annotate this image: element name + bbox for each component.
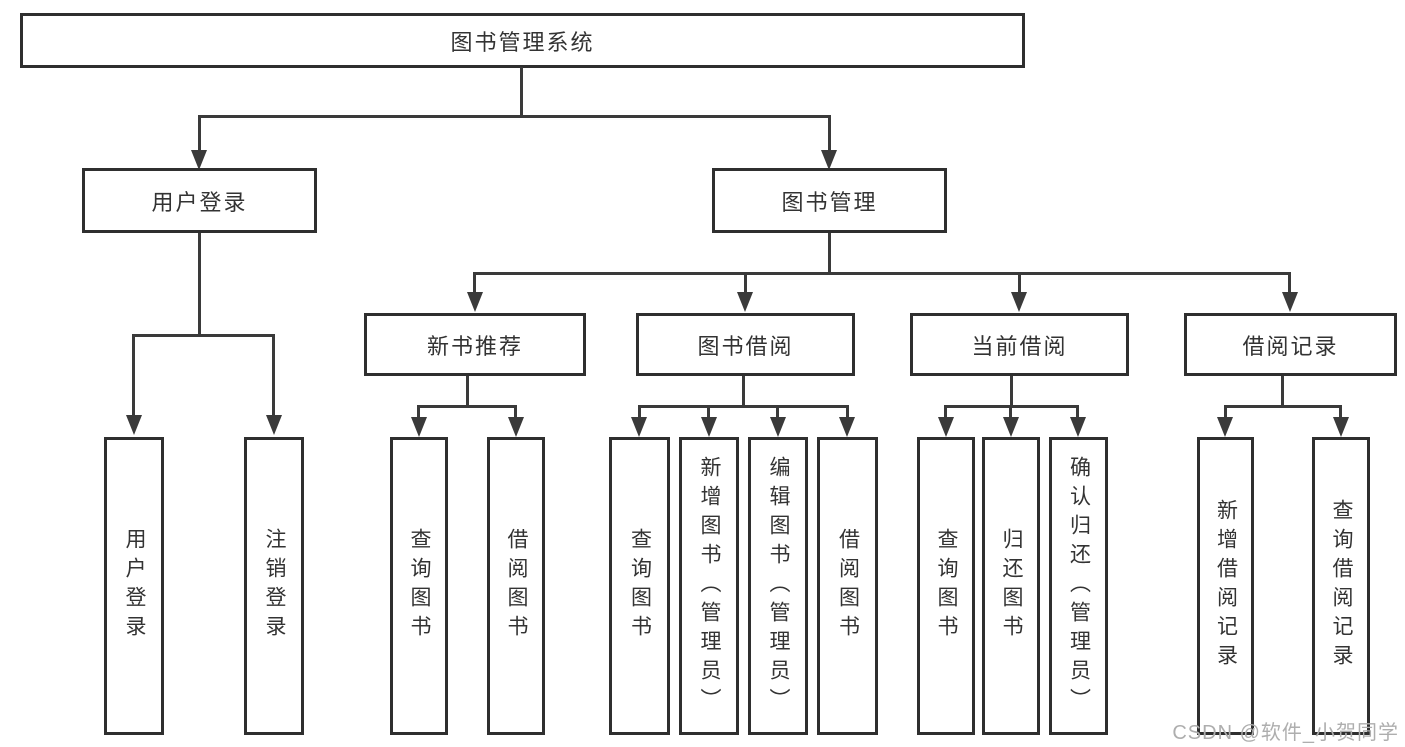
arrow-down-icon (839, 417, 855, 437)
arrow-down-icon (1003, 417, 1019, 437)
arrow-down-icon (821, 150, 837, 170)
node-root: 图书管理系统 (20, 13, 1025, 68)
node-book-borrow: 图书借阅 (636, 313, 855, 376)
connector-line (1010, 376, 1013, 407)
leaf-borrow-books-2: 借阅图书 (817, 437, 878, 735)
leaf-user-login: 用户登录 (104, 437, 164, 735)
arrow-down-icon (508, 417, 524, 437)
connector-line (744, 272, 747, 294)
arrow-down-icon (701, 417, 717, 437)
leaf-add-borrow-record: 新增借阅记录 (1197, 437, 1254, 735)
connector-line (776, 405, 779, 419)
connector-line (1288, 272, 1291, 294)
arrow-down-icon (938, 417, 954, 437)
node-new-book-recommend: 新书推荐 (364, 313, 586, 376)
connector-line (1009, 405, 1012, 419)
arrow-down-icon (631, 417, 647, 437)
connector-line (132, 334, 274, 337)
arrow-down-icon (467, 292, 483, 312)
connector-line (638, 405, 641, 419)
connector-line (828, 115, 831, 152)
arrow-down-icon (1282, 292, 1298, 312)
connector-line (514, 405, 517, 419)
connector-line (198, 233, 201, 336)
connector-line (1281, 376, 1284, 407)
connector-line (1339, 405, 1342, 419)
connector-line (944, 405, 947, 419)
leaf-confirm-return-admin: 确认归还（管理员） (1049, 437, 1108, 735)
leaf-logout: 注销登录 (244, 437, 304, 735)
leaf-add-book-admin: 新增图书（管理员） (679, 437, 739, 735)
connector-line (638, 405, 849, 408)
connector-line (473, 272, 476, 294)
connector-line (473, 272, 1291, 275)
watermark: CSDN @软件_小贺同学 (1172, 722, 1399, 744)
connector-line (466, 376, 469, 407)
arrow-down-icon (411, 417, 427, 437)
connector-line (1076, 405, 1079, 419)
node-borrow-records: 借阅记录 (1184, 313, 1397, 376)
arrow-down-icon (1070, 417, 1086, 437)
arrow-down-icon (770, 417, 786, 437)
arrow-down-icon (126, 415, 142, 435)
connector-line (742, 376, 745, 407)
connector-line (198, 115, 831, 118)
node-user-login: 用户登录 (82, 168, 317, 233)
connector-line (132, 334, 135, 416)
connector-line (707, 405, 710, 419)
connector-line (417, 405, 420, 419)
connector-line (846, 405, 849, 419)
connector-line (1224, 405, 1341, 408)
connector-line (520, 67, 523, 117)
arrow-down-icon (266, 415, 282, 435)
connector-line (198, 115, 201, 152)
connector-line (828, 233, 831, 274)
connector-line (1224, 405, 1227, 419)
leaf-return-book: 归还图书 (982, 437, 1040, 735)
connector-line (1018, 272, 1021, 294)
leaf-query-books-2: 查询图书 (609, 437, 670, 735)
leaf-query-books-3: 查询图书 (917, 437, 975, 735)
leaf-query-borrow-record: 查询借阅记录 (1312, 437, 1370, 735)
arrow-down-icon (737, 292, 753, 312)
arrow-down-icon (1333, 417, 1349, 437)
node-book-management: 图书管理 (712, 168, 947, 233)
arrow-down-icon (191, 150, 207, 170)
leaf-borrow-books-1: 借阅图书 (487, 437, 545, 735)
arrow-down-icon (1217, 417, 1233, 437)
leaf-query-books-1: 查询图书 (390, 437, 448, 735)
node-current-borrow: 当前借阅 (910, 313, 1129, 376)
connector-line (417, 405, 517, 408)
leaf-edit-book-admin: 编辑图书（管理员） (748, 437, 808, 735)
connector-line (272, 334, 275, 416)
arrow-down-icon (1011, 292, 1027, 312)
